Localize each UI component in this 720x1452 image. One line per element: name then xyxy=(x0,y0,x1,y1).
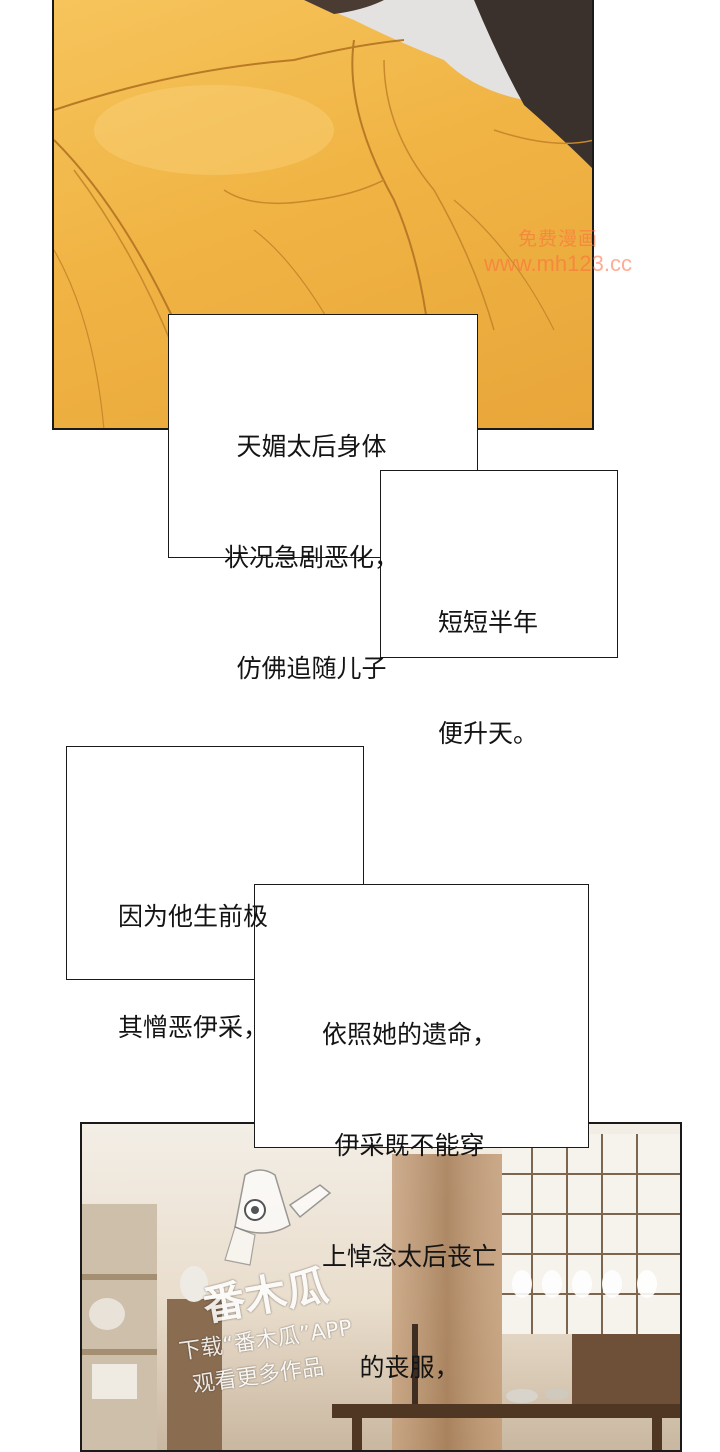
caption-3-line: 因为他生前极 xyxy=(118,902,269,931)
caption-3-line: 其憎恶伊采， xyxy=(118,1013,269,1042)
caption-4-text: 依照她的遗命， 伊采既不能穿 上悼念太后丧亡 的丧服， xyxy=(322,942,497,1423)
caption-2-line: 便升天。 xyxy=(438,719,539,748)
caption-join-2 xyxy=(255,886,363,979)
watermark-site-url: www.mh123.cc xyxy=(484,251,632,276)
caption-4-line: 上悼念太后丧亡 xyxy=(322,1242,498,1271)
caption-1-line: 状况急剧恶化， xyxy=(224,543,400,572)
caption-2-text: 短短半年 便升天。 xyxy=(438,530,538,789)
caption-4-line: 伊采既不能穿 xyxy=(334,1131,485,1160)
caption-2-line: 短短半年 xyxy=(438,608,539,637)
comic-panel-room xyxy=(80,1122,682,1452)
caption-4-line: 的丧服， xyxy=(359,1353,460,1382)
watermark-site-line1: 免费漫画 xyxy=(517,229,598,250)
caption-join-1 xyxy=(381,472,477,556)
caption-1-line: 仿佛追随儿子 xyxy=(236,654,387,683)
caption-1-line: 天媚太后身体 xyxy=(236,432,387,461)
caption-3-text: 因为他生前极 其憎恶伊采， xyxy=(118,824,268,1083)
caption-4-line: 依照她的遗命， xyxy=(322,1020,498,1049)
robe-illustration xyxy=(54,0,592,428)
watermark-site: 免费漫画 www.mh123.cc xyxy=(484,228,632,276)
mascot-icon xyxy=(224,1169,332,1266)
room-illustration xyxy=(82,1134,680,1450)
